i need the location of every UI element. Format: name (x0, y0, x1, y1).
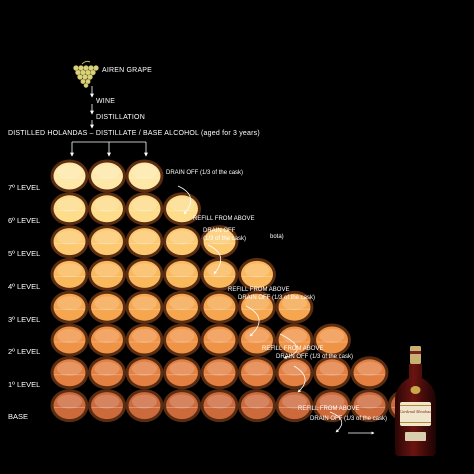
cask (163, 257, 201, 291)
cask (88, 356, 126, 390)
cask (200, 290, 239, 324)
flow-arrow-7-6 (177, 185, 192, 215)
drain-off-1: DRAIN OFF (166, 170, 199, 176)
drain-off-note-2b: (1/3 of the cask) (203, 236, 247, 242)
drain-off-note-3: DRAIN OFF (1/3 of the cask) (238, 295, 316, 301)
distribution-bracket (70, 141, 148, 157)
refill-note-3: REFILL FROM ABOVE (262, 346, 324, 352)
cask (88, 389, 126, 423)
refill-note-4: REFILL FROM ABOVE (298, 406, 360, 412)
drain-off-note-5: DRAIN OFF (1/3 of the cask) (310, 416, 388, 422)
cask (238, 323, 276, 357)
cask (313, 356, 351, 390)
refill-note-2: REFILL FROM ABOVE (228, 287, 290, 293)
cask (200, 323, 239, 357)
brandy-bottle-icon: Cardenal Mendoza (395, 346, 436, 456)
cask (238, 257, 276, 291)
cask (200, 356, 239, 390)
cask (275, 389, 314, 423)
drain-off-1b: (1/3 of the cask) (200, 170, 244, 176)
cask (313, 389, 351, 423)
level-label-6: 6º LEVEL (8, 216, 41, 225)
cask (88, 290, 126, 324)
cask (88, 192, 126, 226)
cask (200, 389, 239, 423)
level-label-base: BASE (8, 412, 29, 421)
cask (163, 323, 201, 357)
cask (88, 323, 126, 357)
cask (88, 257, 126, 291)
cask (163, 192, 201, 226)
cask (200, 225, 239, 259)
distillation-label: DISTILLATION (96, 114, 145, 121)
bota-note: bota) (270, 234, 284, 240)
flow-arrows (177, 185, 375, 435)
drain-off-note-2: DRAIN OFF (203, 228, 236, 234)
aged-note: (aged for 3 years) (201, 130, 260, 137)
cask (125, 159, 164, 193)
flow-arrow-4-3 (279, 333, 298, 359)
cask (163, 389, 201, 423)
grape-bunch-icon (73, 60, 99, 88)
cask (50, 225, 89, 259)
cask (163, 290, 201, 324)
cask (125, 192, 164, 226)
cask (125, 290, 164, 324)
flow-arrow-2-1 (329, 411, 343, 433)
level-label-3: 3º LEVEL (8, 315, 41, 324)
wine-label: WINE (96, 98, 116, 105)
refill-note-1: REFILL FROM ABOVE (193, 216, 255, 222)
cask (200, 257, 239, 291)
flow-arrow-5-4 (245, 305, 260, 337)
svg-text:Cardenal Mendoza: Cardenal Mendoza (399, 409, 431, 414)
cask (50, 159, 89, 193)
cask (275, 290, 314, 324)
drain-off-note-1: DRAIN OFF (1/3 of the cask) (166, 170, 243, 177)
grape-label: AIREN GRAPE (102, 67, 153, 74)
cask (50, 356, 89, 390)
cask (125, 257, 164, 291)
cask (275, 323, 314, 357)
level-label-1: 1º LEVEL (8, 380, 41, 389)
cask (313, 323, 351, 357)
cask (163, 356, 201, 390)
cask (275, 356, 314, 390)
level-label-2: 2º LEVEL (8, 347, 41, 356)
holandas-label: DISTILLED HOLANDAS – DISTILLATE / BASE A… (8, 130, 260, 137)
cask (88, 159, 126, 193)
cask (350, 356, 389, 390)
flow-arrow-6-5 (207, 244, 222, 275)
cask (50, 192, 89, 226)
level-label-7: 7º LEVEL (8, 183, 41, 192)
holandas-title: DISTILLED HOLANDAS – DISTILLATE / BASE A… (8, 130, 199, 137)
cask (88, 225, 126, 259)
cask (50, 257, 89, 291)
flow-arrow-3-2 (293, 365, 306, 393)
cask (50, 290, 89, 324)
level-label-4: 4º LEVEL (8, 282, 41, 291)
cask (50, 323, 89, 357)
cask (238, 389, 276, 423)
cask (238, 290, 276, 324)
cask (350, 389, 389, 423)
cask (163, 225, 201, 259)
cask (125, 225, 164, 259)
cask (125, 389, 164, 423)
cask (50, 389, 89, 423)
drain-off-note-4: DRAIN OFF (1/3 of the cask) (276, 354, 354, 360)
cask-stack (50, 159, 426, 423)
cask (125, 323, 164, 357)
cask (238, 356, 276, 390)
cask (125, 356, 164, 390)
level-label-5: 5º LEVEL (8, 249, 41, 258)
